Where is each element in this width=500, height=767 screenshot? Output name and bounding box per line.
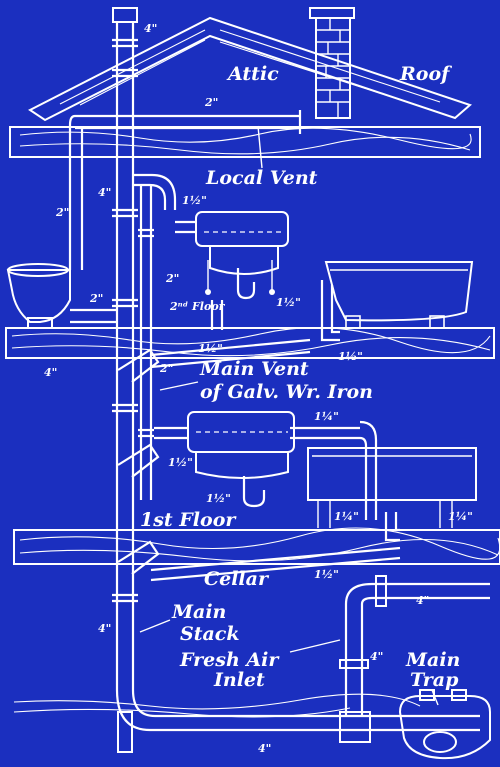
label-first-floor: 1st Floor <box>140 509 237 531</box>
dim-1-5-d: 1½" <box>338 350 363 363</box>
chimney <box>309 7 355 119</box>
dim-1-5-h: 1¼" <box>334 510 359 523</box>
label-main-vent: Main Vent <box>199 358 309 380</box>
label-main-trap-1: Main <box>405 649 460 671</box>
dim-2-vent: 2" <box>159 362 173 375</box>
dim-2-mid: 2" <box>165 272 179 285</box>
cellar-pipe <box>150 546 401 582</box>
dim-4-left-floor: 4" <box>44 366 57 379</box>
dim-4-right: 4" <box>416 594 429 607</box>
dim-4-fresh: 4" <box>370 650 383 663</box>
label-main-trap-2: Trap <box>410 669 459 691</box>
dim-1-5-a: 1½" <box>182 194 207 207</box>
dim-1-5-e: 1¼" <box>314 410 339 423</box>
first-floor-beam <box>13 527 500 565</box>
main-trap <box>339 689 491 760</box>
label-cellar: Cellar <box>204 568 270 590</box>
roof <box>28 16 472 122</box>
second-floor-beam <box>5 327 495 359</box>
lavatory-lower <box>154 411 378 520</box>
main-stack <box>112 7 480 753</box>
dim-1-5-b: 1½" <box>276 296 301 309</box>
dim-4-stack-upper: 4" <box>98 186 111 199</box>
label-attic: Attic <box>226 63 279 85</box>
y-fittings <box>117 348 160 575</box>
lavatory-upper <box>175 211 289 330</box>
label-fresh-air-1: Fresh Air <box>179 649 280 671</box>
bath-tub-upper <box>320 261 474 342</box>
main-vent-pipe <box>133 173 311 500</box>
dim-1-5-f: 1½" <box>168 456 193 469</box>
dim-1-5-i: 1¼" <box>448 510 473 523</box>
dim-1-5-c: 1½" <box>198 342 223 355</box>
dim-4-stack: 4" <box>98 622 111 635</box>
label-main-vent-material: of Galv. Wr. Iron <box>200 381 373 403</box>
label-second-floor: 2ⁿᵈ Floor <box>169 300 226 313</box>
attic-floor-beam <box>9 126 481 158</box>
attic-vent-pipe <box>68 110 302 270</box>
label-main-stack-1: Main <box>171 601 226 623</box>
water-closet-upper <box>6 263 117 329</box>
dim-2-left: 2" <box>55 206 69 219</box>
cellar-floor <box>13 693 421 718</box>
leader-lines <box>139 125 439 706</box>
dim-1-5-g: 1½" <box>206 492 231 505</box>
dim-2-floor: 2" <box>89 292 103 305</box>
dim-4-top: 4" <box>144 22 157 35</box>
label-roof: Roof <box>399 63 452 85</box>
label-fresh-air-2: Inlet <box>213 669 265 691</box>
dim-2-attic: 2" <box>204 96 218 109</box>
dim-1-5-j: 1½" <box>314 568 339 581</box>
label-main-stack-2: Stack <box>180 623 240 645</box>
kitchen-sink <box>307 447 477 542</box>
dim-4-bottom: 4" <box>258 742 271 755</box>
label-local-vent: Local Vent <box>205 167 318 189</box>
fresh-air-inlet-pipe <box>339 575 490 716</box>
